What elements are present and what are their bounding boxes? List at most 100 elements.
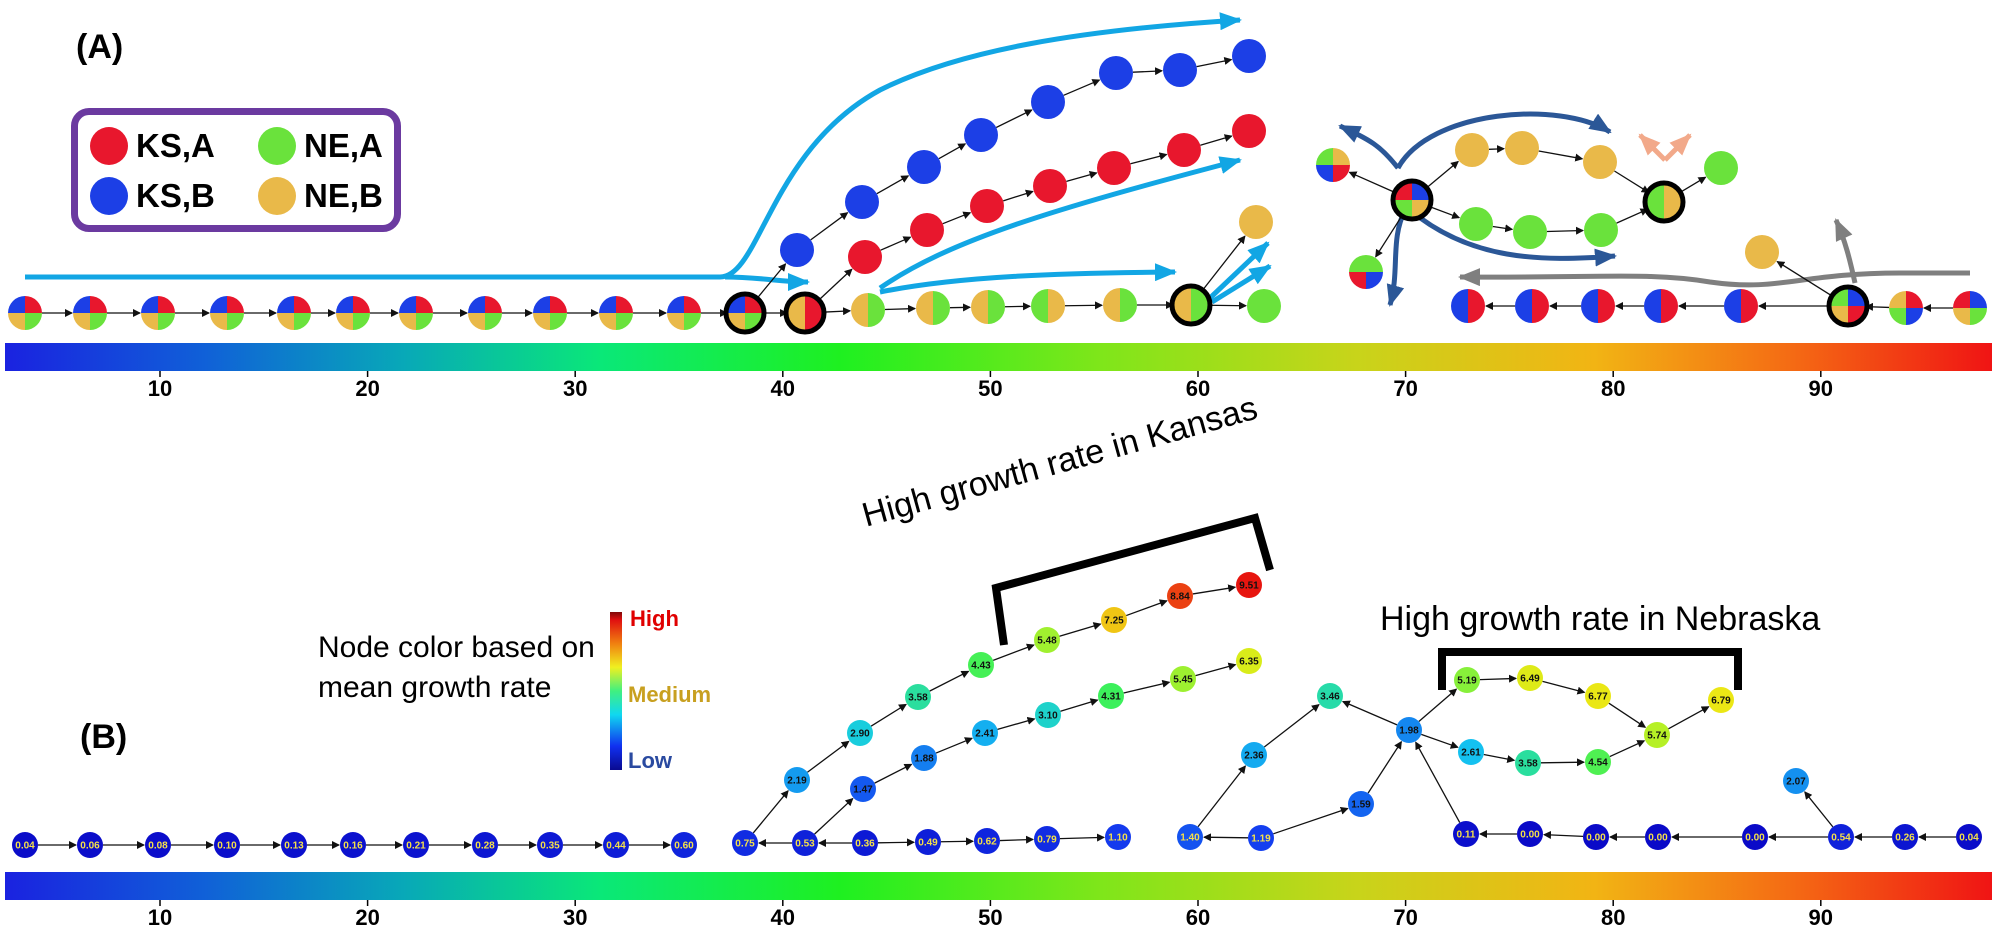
graph-node: 1.88: [911, 745, 937, 771]
edge-arrow: [1200, 235, 1246, 293]
graph-node: 4.54: [1585, 749, 1611, 775]
node-value-label: 1.19: [1251, 834, 1271, 845]
edge-arrow: [997, 716, 1036, 731]
graph-node: 6.49: [1517, 665, 1543, 691]
graph-node: [1316, 148, 1350, 182]
graph-node: 0.26: [1892, 824, 1918, 850]
graph-node: 1.10: [1105, 824, 1131, 850]
graph-node: [1349, 255, 1383, 289]
node-value-label: 0.00: [1648, 833, 1668, 844]
colorbar-b: [5, 872, 1992, 900]
edge-arrow: [1348, 171, 1397, 194]
graph-node: [1163, 53, 1197, 87]
color-key-medium: Medium: [628, 682, 712, 707]
graph-node: 2.19: [784, 767, 810, 793]
color-key-low: Low: [628, 748, 672, 773]
graph-node: 6.77: [1585, 683, 1611, 709]
graph-node: [1169, 283, 1213, 327]
colorbar-tick-label: 10: [148, 905, 172, 930]
graph-node: 0.06: [77, 832, 103, 858]
edge-arrow: [1678, 176, 1707, 194]
panel-a-edges: [42, 57, 1953, 317]
graph-node: [1581, 289, 1615, 323]
edge-arrow: [1609, 740, 1646, 758]
edge-arrow: [1200, 134, 1233, 146]
node-value-label: 4.31: [1101, 692, 1121, 703]
legend-item-ne-a: NE,A: [258, 127, 383, 165]
node-value-label: 1.10: [1108, 833, 1128, 844]
graph-node: 0.28: [472, 832, 498, 858]
flow-arrow: [878, 156, 1242, 291]
panel-a-nodes: [8, 39, 1987, 335]
edge-arrow: [877, 838, 916, 847]
node-value-label: 6.77: [1588, 692, 1608, 703]
edge-arrow: [1542, 830, 1584, 839]
graph-node: 0.60: [671, 832, 697, 858]
graph-node: 0.36: [852, 830, 878, 856]
node-value-label: 3.46: [1320, 692, 1340, 703]
node-value-label: 5.48: [1037, 636, 1057, 647]
graph-node: [1745, 235, 1779, 269]
flow-arrow: [1833, 218, 1858, 284]
edge-arrow: [1616, 208, 1649, 224]
colorbar-tick-label: 90: [1809, 905, 1833, 930]
edge-arrow: [1540, 758, 1586, 767]
edge-arrow: [1427, 205, 1461, 219]
node-value-label: 0.16: [343, 841, 363, 852]
edge-arrow: [1195, 662, 1237, 677]
graph-node: 0.54: [1828, 824, 1854, 850]
colorbar-tick-label: 70: [1393, 905, 1417, 930]
edge-arrow: [1197, 765, 1247, 828]
graph-node: [468, 296, 502, 330]
graph-node: 0.75: [732, 830, 758, 856]
flow-arrow: [1338, 123, 1400, 170]
node-value-label: 0.36: [855, 839, 875, 850]
colorbar-tick-label: 60: [1186, 905, 1210, 930]
edge-arrow: [821, 307, 852, 316]
graph-node: 0.13: [281, 832, 307, 858]
edge-arrow: [1059, 622, 1102, 637]
nebraska-bracket: [1438, 648, 1742, 690]
graph-node: 0.00: [1645, 824, 1671, 850]
edge-arrow: [1003, 189, 1034, 202]
edge-arrow: [1864, 302, 1890, 311]
graph-node: [277, 296, 311, 330]
node-value-label: 0.28: [475, 841, 495, 852]
edge-arrow: [1614, 170, 1650, 194]
edge-arrow: [1192, 584, 1237, 595]
graph-node: [73, 296, 107, 330]
graph-node: [1644, 289, 1678, 323]
graph-node: 7.25: [1101, 607, 1127, 633]
edge-arrow: [1066, 170, 1098, 183]
colorbar-tick-label: 30: [563, 376, 587, 401]
node-value-label: 2.41: [975, 729, 995, 740]
colorbar-tick-label: 40: [771, 905, 795, 930]
graph-node: 0.16: [340, 832, 366, 858]
node-color-note: Node color based on mean growth rate: [318, 631, 595, 704]
graph-node: 0.00: [1583, 824, 1609, 850]
flow-arrow: [1386, 208, 1408, 307]
graph-node: [910, 213, 944, 247]
graph-node: 3.46: [1317, 683, 1343, 709]
edge-arrow: [752, 790, 789, 834]
edge-arrow: [1130, 152, 1168, 165]
graph-node: 0.21: [403, 832, 429, 858]
edge-arrow: [1375, 213, 1404, 258]
graph-node: 0.49: [915, 829, 941, 855]
node-value-label: 3.10: [1038, 711, 1058, 722]
node-value-label: 0.10: [217, 841, 237, 852]
graph-node: 2.07: [1783, 768, 1809, 794]
node-value-label: 5.45: [1173, 675, 1193, 686]
graph-node: 5.74: [1644, 722, 1670, 748]
edge-arrow: [1202, 833, 1249, 842]
edge-arrow: [1608, 702, 1647, 728]
graph-node: [1513, 215, 1547, 249]
node-value-label: 1.59: [1351, 800, 1371, 811]
graph-node: [1889, 291, 1923, 325]
node-value-label: 1.88: [914, 754, 934, 765]
edge-arrow: [935, 737, 973, 754]
graph-node: [1247, 289, 1281, 323]
colorbar-tick-label: 20: [355, 905, 379, 930]
